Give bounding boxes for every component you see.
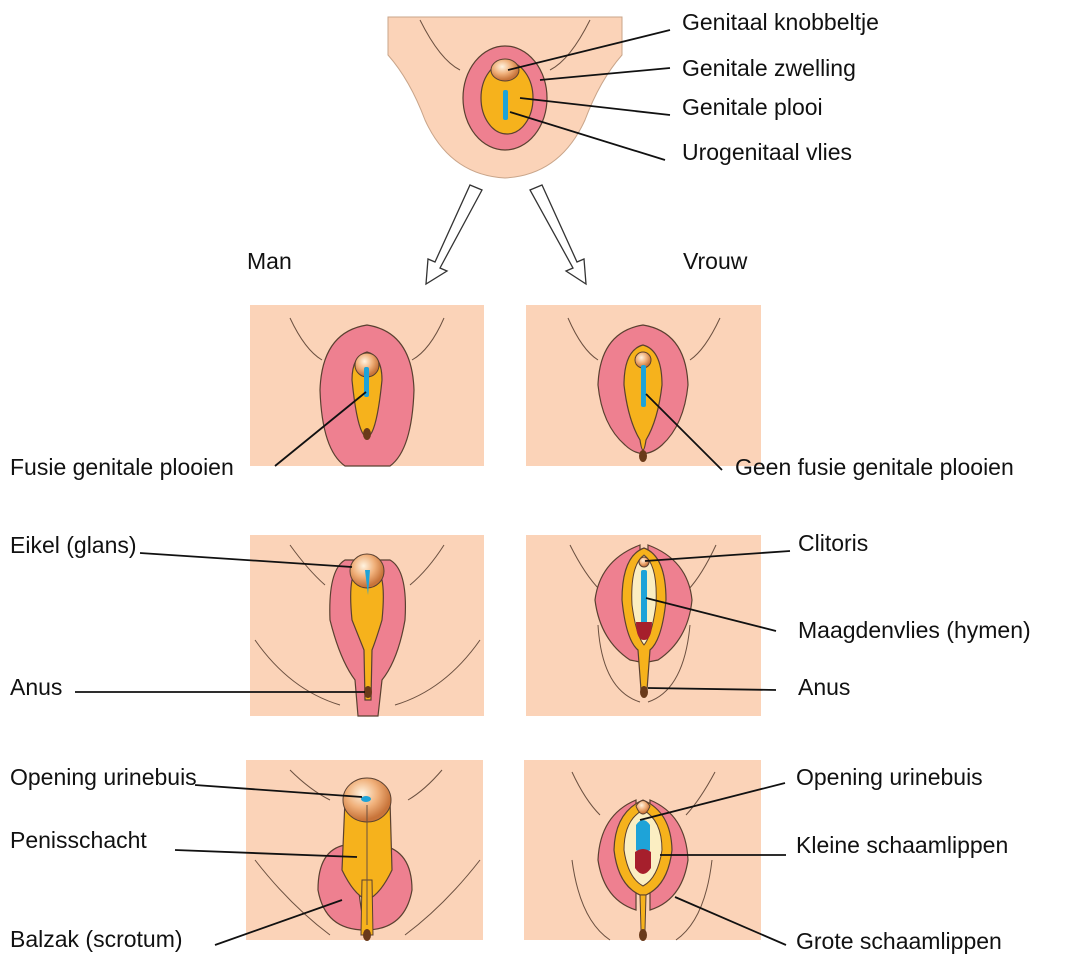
label-female-majora: Grote schaamlippen xyxy=(796,928,1002,954)
label-genital-swelling: Genitale zwelling xyxy=(682,55,856,81)
female-stage-1-illustration xyxy=(526,305,761,466)
label-male-fusion: Fusie genitale plooien xyxy=(10,454,234,480)
label-male-scrotum: Balzak (scrotum) xyxy=(10,926,183,952)
label-female-urethra: Opening urinebuis xyxy=(796,764,983,790)
label-male-glans: Eikel (glans) xyxy=(10,532,137,558)
label-urogenital-membrane: Urogenitaal vlies xyxy=(682,139,852,165)
female-stage-3-illustration xyxy=(524,760,761,941)
label-male-urethra: Opening urinebuis xyxy=(10,764,197,790)
label-genital-fold: Genitale plooi xyxy=(682,94,823,120)
label-female-no-fusion: Geen fusie genitale plooien xyxy=(735,454,1014,480)
indifferent-stage-illustration xyxy=(388,17,622,178)
label-male-shaft: Penisschacht xyxy=(10,827,147,853)
label-male-anus: Anus xyxy=(10,674,62,700)
arrow-to-female-icon xyxy=(530,185,586,284)
arrow-to-male-icon xyxy=(426,185,482,284)
male-stage-1-illustration xyxy=(250,305,484,466)
label-female-anus: Anus xyxy=(798,674,850,700)
heading-female: Vrouw xyxy=(683,248,748,274)
heading-male: Man xyxy=(247,248,292,274)
label-female-hymen: Maagdenvlies (hymen) xyxy=(798,617,1031,643)
label-female-minora: Kleine schaamlippen xyxy=(796,832,1008,858)
male-stage-3-illustration xyxy=(246,760,483,941)
label-genital-tubercle: Genitaal knobbeltje xyxy=(682,9,879,35)
label-female-clitoris: Clitoris xyxy=(798,530,868,556)
